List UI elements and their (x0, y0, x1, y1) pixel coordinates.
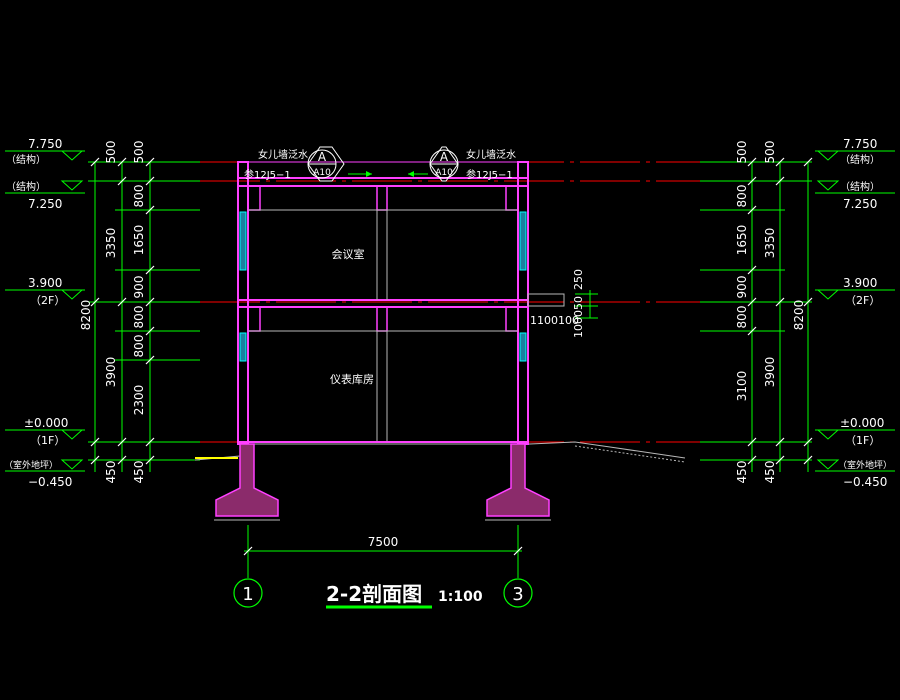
dim-left-inner-5: 800 (132, 335, 146, 358)
left-dimension-ticks (90, 157, 155, 465)
parapet-note-right: 女儿墙泛水 (466, 148, 516, 161)
detail-letter-right: A (440, 150, 449, 164)
level-000-left: ±0.000 (24, 416, 68, 430)
level-7750-right: 7.750 (843, 137, 877, 151)
room-label-upper: 会议室 (332, 247, 365, 261)
ref-note-right: 参12J5−1 (466, 168, 513, 181)
level-0450-right: −0.450 (843, 475, 887, 489)
parapet-note-left: 女儿墙泛水 (258, 148, 308, 161)
dim-right-inner-3: 900 (735, 276, 749, 299)
right-dimension-texts: 500 800 1650 900 800 3100 450 500 3350 3… (735, 141, 806, 484)
level-7750-left: 7.750 (28, 137, 62, 151)
dim-left-inner-4: 800 (132, 306, 146, 329)
dim-right-outer-3: 450 (763, 461, 777, 484)
level-structure-label-right-2: （结构） (840, 180, 880, 193)
detail-letter-left: A (318, 150, 327, 164)
level-7250-right: 7.250 (843, 197, 877, 211)
level-1f-tag-left: （1F） (30, 434, 65, 447)
dim-left-inner-2: 1650 (132, 225, 146, 256)
dim-left-outer-2: 3900 (104, 357, 118, 388)
outdoor-tag-right: （室外地坪） (838, 459, 892, 471)
dim-right-total: 8200 (792, 300, 806, 331)
dim-left-outer-0: 500 (104, 141, 118, 164)
canopy-small-dim: 1100100 (530, 314, 579, 327)
title-scale: 1:100 (438, 589, 483, 605)
level-2f-tag-right: （2F） (845, 294, 880, 307)
axis-bubble-3: 3 (503, 578, 533, 608)
canopy-height-dim: 100050 (572, 296, 585, 338)
left-dimension-lines (88, 161, 200, 472)
level-3900-right: 3.900 (843, 276, 877, 290)
level-2f-tag-left: （2F） (30, 294, 65, 307)
level-1f-tag-right: （1F） (845, 434, 880, 447)
right-dimension-lines (700, 161, 812, 472)
axis-label-3: 3 (512, 584, 523, 605)
dim-right-inner-2: 1650 (735, 225, 749, 256)
dim-right-inner-0: 500 (735, 141, 749, 164)
level-3900-left: 3.900 (28, 276, 62, 290)
dim-left-inner-7: 450 (132, 461, 146, 484)
title-text: 2-2剖面图 (326, 582, 422, 606)
level-lines (200, 161, 700, 443)
ref-note-left: 参12J5−1 (244, 168, 291, 181)
left-level-markers: 7.750 （结构） （结构） 7.250 3.900 （2F） ±0.000 … (4, 137, 85, 489)
right-dimension-ticks (747, 157, 813, 465)
axis-span-dimension: 7500 (243, 525, 523, 578)
dim-right-outer-2: 3900 (763, 357, 777, 388)
dim-left-outer-1: 3350 (104, 228, 118, 259)
detail-callout-left: A A10 (307, 146, 345, 182)
level-structure-label-right: （结构） (840, 153, 880, 166)
canopy-dim: 250 (572, 269, 585, 290)
level-7250-left: 7.250 (28, 197, 62, 211)
dim-right-outer-1: 3350 (763, 228, 777, 259)
detail-sheet-right: A10 (435, 168, 453, 178)
outdoor-tag-left: （室外地坪） (4, 459, 58, 471)
room-label-lower: 仪表库房 (330, 372, 374, 386)
detail-callout-right: A A10 (429, 146, 459, 182)
section-labels: 会议室 仪表库房 女儿墙泛水 女儿墙泛水 参12J5−1 参12J5−1 250… (244, 148, 585, 386)
detail-sheet-left: A10 (313, 168, 331, 178)
span-dimension: 7500 (368, 535, 399, 549)
building-section (194, 161, 686, 521)
dim-left-total: 8200 (79, 300, 93, 331)
drawing-title: 2-2剖面图 1:100 (326, 582, 483, 609)
dim-right-outer-0: 500 (763, 141, 777, 164)
level-0450-left: −0.450 (28, 475, 72, 489)
axis-bubble-1: 1 (233, 578, 263, 608)
level-000-right: ±0.000 (840, 416, 884, 430)
dim-left-outer-3: 450 (104, 461, 118, 484)
right-level-markers: 7.750 （结构） （结构） 7.250 3.900 （2F） ±0.000 … (815, 137, 895, 489)
level-structure-label-left: （结构） (6, 153, 46, 166)
dim-left-inner-0: 500 (132, 141, 146, 164)
level-structure-label-left-2: （结构） (6, 180, 46, 193)
left-dimension-texts: 500 3350 3900 450 8200 500 800 1650 900 … (79, 141, 146, 484)
dim-right-inner-6: 450 (735, 461, 749, 484)
dim-right-inner-4: 800 (735, 306, 749, 329)
dim-left-inner-6: 2300 (132, 385, 146, 416)
dim-right-inner-1: 800 (735, 185, 749, 208)
dim-left-inner-3: 900 (132, 276, 146, 299)
dim-left-inner-1: 800 (132, 185, 146, 208)
axis-label-1: 1 (242, 584, 253, 605)
dim-right-inner-5: 3100 (735, 371, 749, 402)
